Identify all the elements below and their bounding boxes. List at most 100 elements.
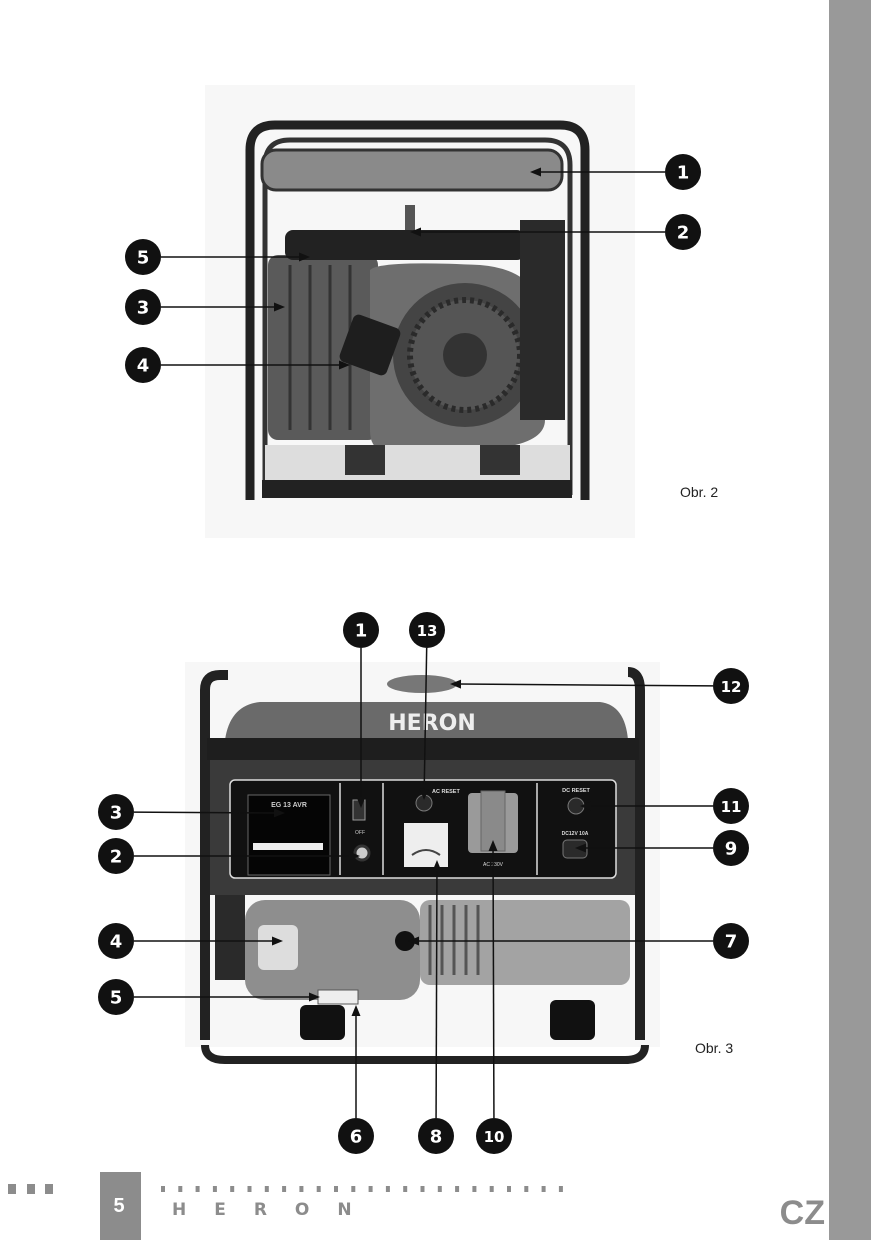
- figure2-callout-5: 5: [125, 239, 310, 275]
- callout-badge: [338, 1118, 374, 1154]
- callout-leader-line: [492, 847, 495, 1119]
- callout-badge: [98, 923, 134, 959]
- callout-arrowhead: [309, 992, 320, 1002]
- callout-number: 1: [677, 163, 690, 184]
- footer-dot: [524, 1186, 529, 1192]
- callout-badge: [665, 154, 701, 190]
- footer-dot: [385, 1186, 390, 1192]
- callout-number: 8: [430, 1127, 443, 1148]
- callout-number: 13: [417, 622, 438, 640]
- figure3-callout-6: 6: [338, 1005, 374, 1154]
- figure-3-photo: HERON EG 13 AVR OFF AC RESET AC 230V DC …: [185, 662, 660, 1064]
- callout-leader-line: [457, 683, 714, 687]
- callout-badge: [713, 830, 749, 866]
- rating-plate-model: EG 13 AVR: [271, 802, 307, 809]
- footer-dot: [282, 1186, 287, 1192]
- figure3-callout-1: 1: [343, 612, 379, 808]
- footer-dot: [334, 1186, 338, 1192]
- footer-dot: [316, 1186, 321, 1192]
- figure3-callout-8: 8: [418, 860, 454, 1154]
- callout-arrowhead: [272, 936, 283, 946]
- callout-number: 5: [137, 248, 150, 269]
- callout-arrowhead: [530, 167, 541, 177]
- callout-badge: [476, 1118, 512, 1154]
- callout-number: 3: [137, 298, 150, 319]
- figure3-callout-5: 5: [98, 979, 320, 1015]
- ac-reset-label: AC RESET: [432, 789, 460, 795]
- footer-dot: [195, 1186, 200, 1192]
- footer-brand: HERON: [172, 1200, 380, 1220]
- callout-number: 3: [110, 803, 123, 824]
- callout-badge: [125, 347, 161, 383]
- footer-dot: [368, 1186, 373, 1192]
- figure-2-caption: Obr. 2: [680, 484, 718, 500]
- dc-output-label: DC12V 10A: [562, 831, 589, 837]
- callout-arrowhead: [419, 788, 429, 800]
- figure3-callout-12: 12: [450, 668, 749, 704]
- figure2-callout-2: 2: [410, 214, 701, 250]
- footer-dot: [161, 1186, 165, 1192]
- callout-arrowhead: [356, 797, 366, 808]
- generator-brand-logo: HERON: [388, 711, 476, 736]
- switch-off-label: OFF: [355, 830, 365, 836]
- footer-dot: [264, 1186, 269, 1192]
- callout-arrowhead: [274, 302, 285, 312]
- footer-dot: [178, 1186, 183, 1192]
- callout-number: 6: [350, 1127, 363, 1148]
- callout-arrowhead: [575, 843, 586, 853]
- footer-dot: [455, 1186, 460, 1192]
- callout-arrowhead: [410, 227, 421, 237]
- callout-number: 10: [484, 1128, 505, 1146]
- footer-dot: [489, 1186, 494, 1192]
- callout-arrowhead: [580, 801, 591, 811]
- callout-arrowhead: [299, 252, 310, 262]
- callout-leader-line: [435, 867, 438, 1119]
- callout-arrowhead: [351, 1005, 361, 1016]
- callout-badge: [409, 612, 445, 648]
- figure2-callout-1: 1: [530, 154, 701, 190]
- callout-arrowhead: [349, 851, 360, 861]
- footer-dot: [299, 1186, 304, 1192]
- figure-2-photo: [205, 85, 635, 538]
- footer-dot-rule: [161, 1186, 563, 1192]
- callout-badge: [713, 668, 749, 704]
- figure3-callout-9: 9: [575, 830, 749, 866]
- footer-dot: [437, 1186, 442, 1192]
- footer-dot: [212, 1186, 217, 1192]
- page-number: 5: [113, 1195, 124, 1217]
- figure3-callout-7: 7: [408, 923, 749, 959]
- figure3-callout-2: 2: [98, 838, 360, 874]
- callout-badge: [713, 788, 749, 824]
- callout-badge: [98, 979, 134, 1015]
- callout-number: 2: [110, 847, 123, 868]
- callout-number: 5: [110, 988, 123, 1009]
- callout-arrowhead: [432, 860, 442, 872]
- figure3-callout-11: 11: [580, 788, 749, 824]
- callout-arrowhead: [450, 679, 462, 689]
- footer-dot: [403, 1186, 408, 1192]
- footer: 5 HERON CZ: [8, 1172, 825, 1240]
- callout-leader-line: [423, 647, 428, 793]
- footer-dot: [247, 1186, 252, 1192]
- callout-arrowhead: [408, 936, 419, 946]
- callout-badge: [665, 214, 701, 250]
- callout-badge: [98, 838, 134, 874]
- language-code: CZ: [780, 1194, 825, 1232]
- callout-number: 11: [721, 798, 742, 816]
- figure3-callout-3: 3: [98, 794, 285, 830]
- footer-dot: [541, 1186, 546, 1192]
- footer-dot: [558, 1186, 563, 1192]
- callout-badge: [98, 794, 134, 830]
- dc-reset-label: DC RESET: [562, 788, 590, 794]
- callout-number: 1: [355, 621, 368, 642]
- page-number-tab: [100, 1172, 141, 1240]
- callout-number: 2: [677, 223, 690, 244]
- figure-3-caption: Obr. 3: [695, 1040, 733, 1056]
- footer-dot: [472, 1186, 477, 1192]
- callout-arrowhead: [273, 808, 285, 818]
- footer-dot: [507, 1186, 511, 1192]
- figure3-callout-13: 13: [409, 612, 445, 800]
- callout-badge: [713, 923, 749, 959]
